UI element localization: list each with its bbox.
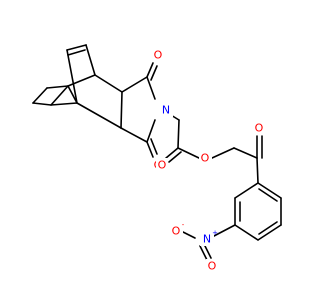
label-bg: [156, 158, 168, 172]
label-bg: [159, 103, 173, 117]
bond: [32, 87, 48, 104]
structure-diagram: N O O O O O N + O - O: [32, 44, 282, 273]
bond: [257, 224, 282, 241]
bond: [67, 85, 78, 104]
carbonyl-bond: [146, 62, 154, 78]
nitro-bond: [199, 245, 208, 261]
label-bg: [199, 151, 212, 165]
bond: [85, 44, 96, 76]
bond: [121, 76, 148, 93]
nitrophenyl-ring: [182, 182, 282, 261]
bicyclic-cage: [32, 44, 123, 129]
alkene-bond: [66, 44, 87, 51]
label-bg: [152, 48, 164, 62]
nitro-oxygen-double: O: [208, 260, 217, 273]
ketone-oxygen: O: [255, 122, 264, 135]
nitro-bond: [182, 231, 196, 239]
carbonyl-bond-inner: [150, 138, 158, 155]
imide-ring: [120, 62, 158, 158]
bond: [177, 119, 180, 149]
bond: [234, 224, 259, 241]
bond: [94, 74, 123, 93]
bond: [256, 157, 259, 184]
bond: [233, 147, 258, 159]
ester-carbonyl-bond-inner: [168, 151, 182, 163]
nitro-oxygen-minus: O: [172, 225, 181, 238]
aromatic-bond-inner: [258, 188, 278, 202]
bond: [32, 102, 52, 106]
bond: [50, 102, 78, 106]
imide-oxygen-top: O: [154, 49, 163, 62]
alkene-bond-inner: [67, 49, 86, 56]
label-bg: [200, 232, 214, 246]
nitro-oxygen-charge: -: [182, 221, 185, 229]
nitro-nitrogen: N: [203, 233, 211, 246]
aromatic-bond-inner: [258, 221, 278, 235]
bond: [211, 147, 235, 159]
carbonyl-bond-inner: [150, 65, 158, 81]
bond: [120, 127, 148, 143]
bond: [213, 224, 236, 237]
bond: [146, 76, 156, 100]
bond: [146, 119, 156, 143]
label-bg: [170, 224, 183, 238]
label-bg: [206, 259, 219, 273]
bond: [257, 182, 282, 199]
nitro-bond-inner: [203, 243, 212, 259]
bond: [46, 85, 69, 89]
molecule-canvas: N O O O O O N + O - O: [32, 44, 282, 273]
ester-carbonyl-oxygen: O: [158, 159, 167, 172]
carbonyl-bond: [146, 141, 154, 158]
bond: [120, 91, 123, 129]
bond: [177, 147, 200, 159]
ester-carbonyl-bond: [165, 147, 179, 159]
imide-nitrogen: N: [162, 104, 170, 117]
bond: [234, 182, 259, 199]
bond: [66, 49, 78, 104]
label-bg: [252, 121, 266, 135]
ester-oxygen: O: [201, 152, 210, 165]
bond: [50, 85, 69, 106]
ester-linker: [165, 111, 263, 184]
bond: [76, 102, 122, 129]
nitro-nitrogen-charge: +: [212, 229, 218, 237]
bond: [67, 74, 96, 87]
